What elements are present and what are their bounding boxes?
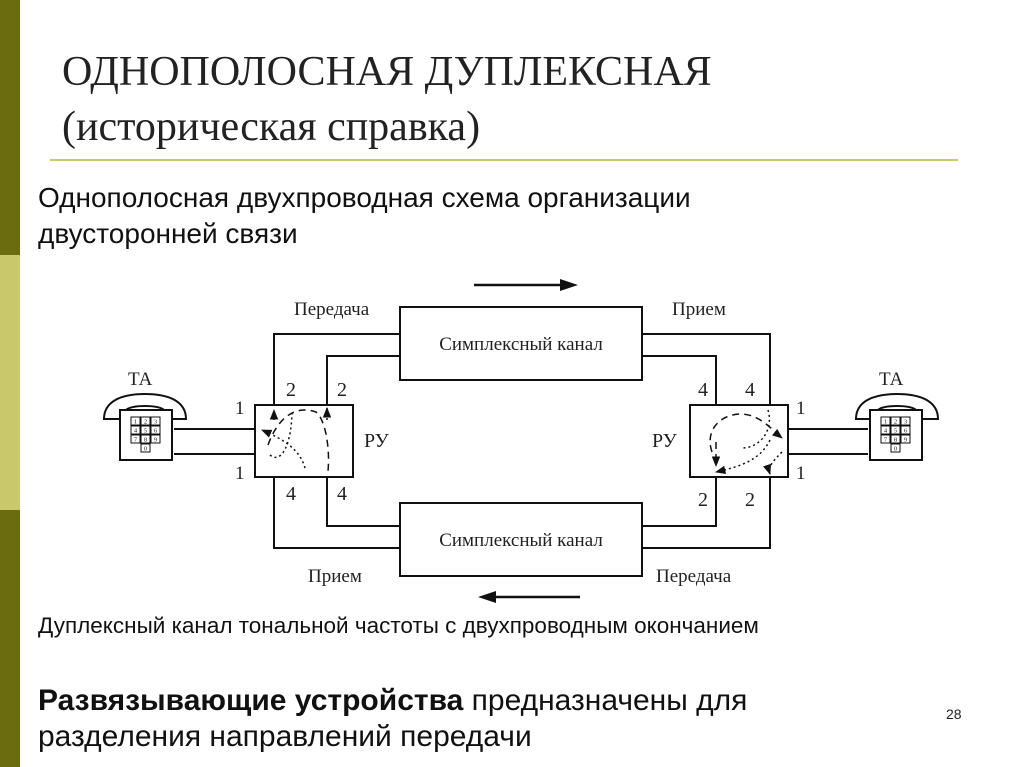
slide-title-subline: (историческая справка) <box>62 104 481 150</box>
left-keypad-key <box>130 434 141 444</box>
port-left-top-outer: 2 <box>286 379 296 401</box>
left-keypad-key-label: 6 <box>154 428 158 435</box>
right-keypad-key-label: 9 <box>904 437 907 444</box>
right-keypad-key <box>890 443 901 453</box>
side-bar-bottom <box>0 510 20 767</box>
bottom-text-line-1: Развязывающие устройства предназначены д… <box>38 684 747 718</box>
send-label-top-left: Передача <box>294 299 370 320</box>
subtitle-line-2: двусторонней связи <box>38 218 298 249</box>
right-keypad-key-label: 6 <box>904 428 908 435</box>
right-keypad-key <box>900 425 911 435</box>
bottom-text-rest: предназначены для <box>463 684 748 717</box>
right-hybrid-box <box>689 404 789 478</box>
left-keypad-key-label: 3 <box>154 419 157 426</box>
port-right-top-inner: 4 <box>698 379 708 401</box>
left-hybrid-label: РУ <box>364 430 390 452</box>
left-keypad-key <box>140 416 151 426</box>
bottom-channel-label: Симплексный канал <box>439 530 603 551</box>
top-simplex-channel-box <box>399 306 643 381</box>
receive-label-bottom-left: Прием <box>308 566 362 587</box>
left-keypad-key-label: 9 <box>154 437 157 444</box>
line-left-upper-label: 1 <box>235 398 245 419</box>
direction-arrow-right <box>474 279 578 291</box>
top-channel-label: Симплексный канал <box>439 334 603 355</box>
line-left-lower-label: 1 <box>235 463 245 484</box>
port-right-bottom-inner: 2 <box>698 489 708 511</box>
right-keypad-key <box>890 416 901 426</box>
port-right-top-outer: 4 <box>745 379 755 401</box>
port-left-bottom-inner: 4 <box>337 483 347 505</box>
right-keypad-key <box>880 434 891 444</box>
right-keypad-key <box>880 416 891 426</box>
left-keypad-key <box>140 425 151 435</box>
diagram-caption: Дуплексный канал тональной частоты с дву… <box>38 613 759 638</box>
right-keypad-key-label: 7 <box>884 437 888 444</box>
left-keypad-key <box>150 416 161 426</box>
right-keypad-key-label: 8 <box>894 437 897 444</box>
title-divider <box>50 159 958 161</box>
port-right-bottom-outer: 2 <box>745 489 755 511</box>
right-keypad-key-label: 5 <box>894 428 897 435</box>
right-keypad-key <box>880 425 891 435</box>
right-keypad-key <box>900 416 911 426</box>
send-label-bottom-right: Передача <box>656 566 732 587</box>
receive-label-top-right: Прием <box>672 299 726 320</box>
left-keypad-key-label: 1 <box>134 419 137 426</box>
side-bar-top <box>0 0 20 255</box>
line-right-upper-label: 1 <box>796 398 806 419</box>
left-keypad-key <box>140 443 151 453</box>
slide-title: ОДНОПОЛОСНАЯ ДУПЛЕКСНАЯ <box>62 49 712 95</box>
right-keypad-key-label: 3 <box>904 419 907 426</box>
right-keypad-key-label: 1 <box>884 419 887 426</box>
port-left-bottom-outer: 4 <box>286 483 296 505</box>
left-keypad-key-label: 8 <box>144 437 147 444</box>
right-keypad-key <box>890 425 901 435</box>
left-keypad-key-label: 7 <box>134 437 138 444</box>
subtitle-line-1: Однополосная двухпроводная схема организ… <box>38 182 691 213</box>
left-keypad-key-label: 0 <box>144 446 147 453</box>
circuit-wiring <box>174 333 868 549</box>
right-keypad-key-label: 2 <box>894 419 897 426</box>
left-hybrid-box <box>254 404 354 478</box>
right-hybrid-label: РУ <box>652 430 678 452</box>
left-keypad-key <box>150 425 161 435</box>
left-terminal-label: ТА <box>128 369 153 390</box>
left-keypad-key <box>140 434 151 444</box>
right-keypad-key-label: 4 <box>884 428 888 435</box>
bottom-text-line-2: разделения направлений передачи <box>38 720 532 753</box>
right-keypad-key <box>900 434 911 444</box>
side-bar-middle <box>0 255 20 510</box>
bottom-simplex-channel-box <box>399 502 643 577</box>
left-keypad-key <box>130 416 141 426</box>
left-hybrid-signal-paths <box>261 406 332 472</box>
right-keypad-key-label: 0 <box>894 446 897 453</box>
left-keypad-key-label: 2 <box>144 419 147 426</box>
right-keypad-key <box>890 434 901 444</box>
direction-arrow-left <box>478 591 580 603</box>
right-terminal-label: ТА <box>879 369 904 390</box>
left-keypad-key <box>150 434 161 444</box>
line-right-lower-label: 1 <box>796 463 806 484</box>
left-keypad-key-label: 4 <box>134 428 138 435</box>
page-number: 28 <box>946 706 962 722</box>
port-left-top-inner: 2 <box>337 379 347 401</box>
left-keypad-key-label: 5 <box>144 428 147 435</box>
left-keypad-key <box>130 425 141 435</box>
right-hybrid-signal-paths <box>709 409 783 475</box>
bottom-text-bold: Развязывающие устройства <box>38 684 464 717</box>
